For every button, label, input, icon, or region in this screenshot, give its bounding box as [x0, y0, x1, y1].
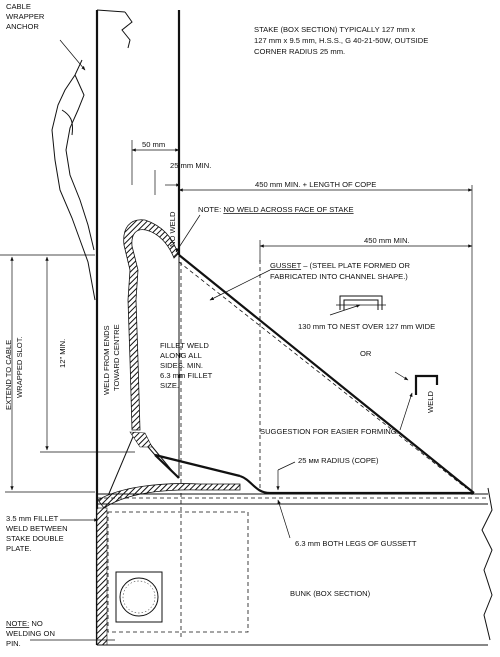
bunk-box-section [97, 511, 488, 646]
label-weld-small: WELD [426, 391, 435, 413]
dimension-lines [0, 140, 473, 495]
label-radius: 25 мм RADIUS (COPE) [298, 456, 379, 465]
label-dim-450: 450 mm MIN. [364, 236, 410, 245]
label-stake-1: STAKE (BOX SECTION) TYPICALLY 127 mm x [254, 25, 415, 34]
label-fillet-1: FILLET WELD [160, 341, 209, 350]
nest-channel-section [336, 295, 386, 310]
label-dim-12: 12" MIN. [58, 339, 67, 368]
label-note2-2: WELDING ON [6, 629, 55, 638]
labels: CABLE WRAPPER ANCHOR STAKE (BOX SECTION)… [4, 2, 435, 648]
label-note2-3: PIN. [6, 639, 21, 648]
label-fillet-2: ALONG ALL [160, 351, 202, 360]
label-suggestion: SUGGESTION FOR EASIER FORMING. [260, 427, 399, 436]
stake-double-plate-weld [96, 507, 108, 646]
bunk-top [97, 483, 493, 641]
label-nest: 130 mm TO NEST OVER 127 mm WIDE [298, 322, 435, 331]
label-gusset-1: GUSSET – (STEEL PLATE FORMED OR [270, 261, 410, 270]
label-fillet35-2: WELD BETWEEN [6, 524, 68, 533]
label-stake-3: CORNER RADIUS 25 mm. [254, 47, 345, 56]
label-cable-3: ANCHOR [6, 22, 39, 31]
gusset-plate [154, 254, 475, 495]
label-weld-ends-1: WELD FROM ENDS [102, 325, 111, 395]
label-weld-ends-2: TOWARD CENTRE [112, 324, 121, 391]
label-fillet35-4: PLATE. [6, 544, 32, 553]
label-stake-2: 127 mm x 9.5 mm, H.S.S., G 40-21-50W, OU… [254, 36, 428, 45]
label-cable-1: CABLE [6, 2, 31, 11]
label-cable-2: WRAPPER [6, 12, 45, 21]
label-dim-50: 50 mm [142, 140, 165, 149]
cable-wrapper-anchor [51, 59, 96, 301]
label-both-legs: 6.3 mm BOTH LEGS OF GUSSETT [295, 539, 417, 548]
label-fillet35-3: STAKE DOUBLE [6, 534, 64, 543]
label-dim-450-cope: 450 mm MIN. + LENGTH OF COPE [255, 180, 376, 189]
leader-arrows [30, 39, 413, 641]
top-weld-bead [123, 219, 179, 431]
label-extend-1: EXTEND TO CABLE [4, 340, 13, 410]
label-bunk: BUNK (BOX SECTION) [290, 589, 371, 598]
label-no-weld-vertical: NO WELD [168, 211, 177, 247]
label-fillet-4: 6.3 mm FILLET [160, 371, 213, 380]
lower-weld-lines [104, 431, 179, 504]
label-or: OR [360, 349, 372, 358]
label-extend-2: WRAPPED SLOT. [15, 336, 24, 398]
label-note-weld: NOTE: NO WELD ACROSS FACE OF STAKE [198, 205, 354, 214]
label-fillet-5: SIZE. [160, 381, 179, 390]
gusset-hidden-lines [178, 260, 467, 640]
label-fillet-3: SIDES. MIN. [160, 361, 203, 370]
label-dim-25min: 25 mm MIN. [170, 161, 211, 170]
angle-section [414, 374, 439, 395]
label-note2-1: NOTE: NO [6, 619, 43, 628]
label-gusset-2: FABRICATED INTO CHANNEL SHAPE.) [270, 272, 408, 281]
label-fillet35-1: 3.5 mm FILLET [6, 514, 59, 523]
